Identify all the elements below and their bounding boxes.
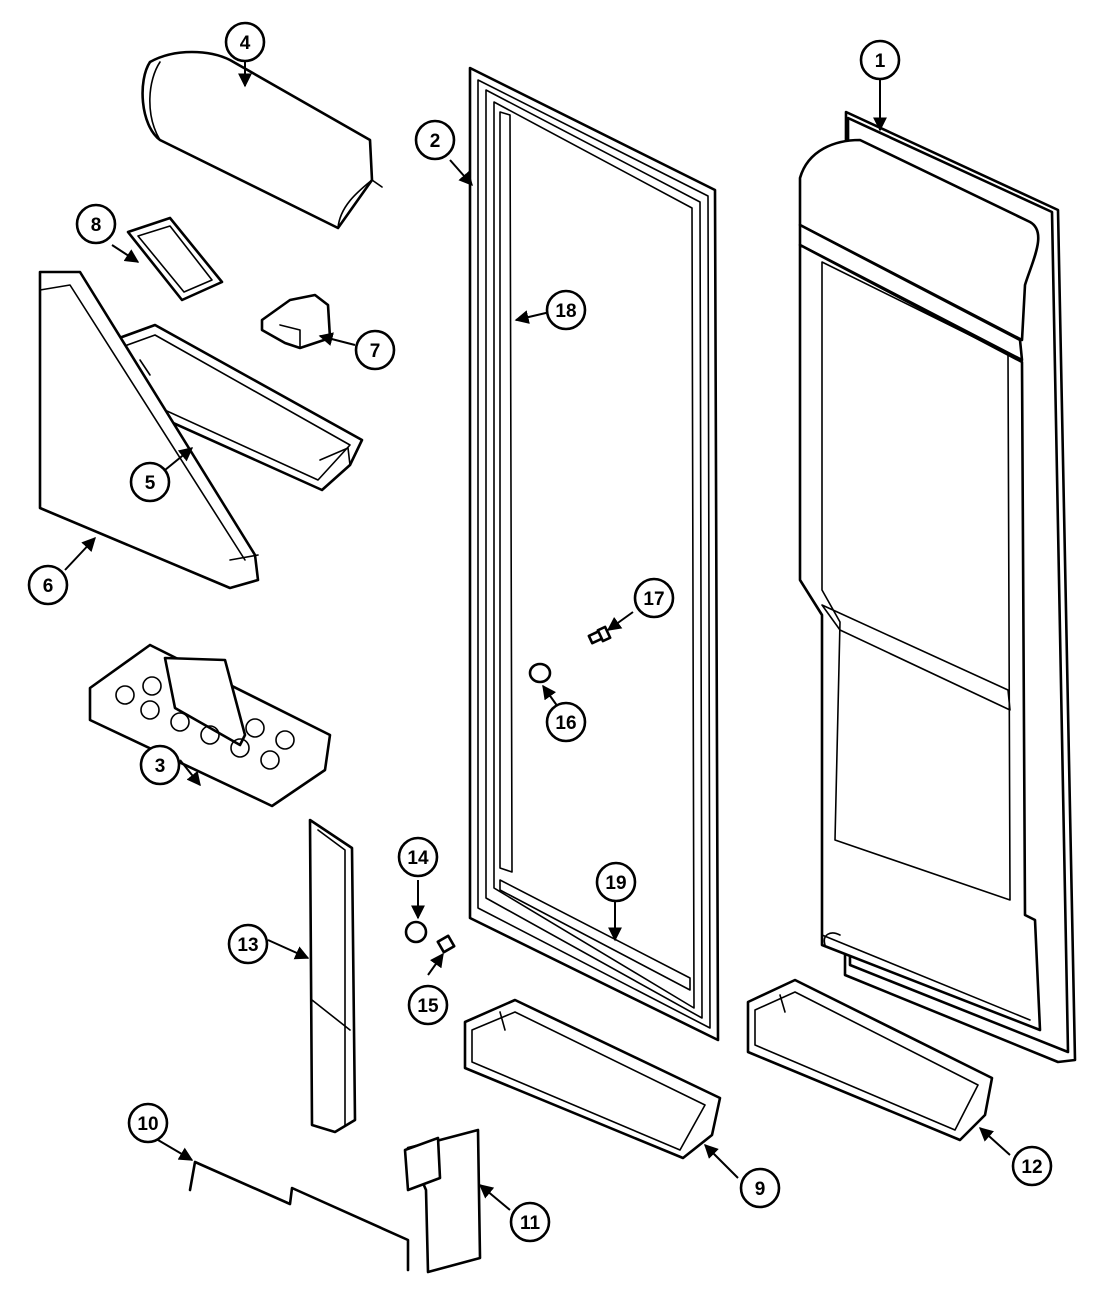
callout-8-label: 8	[91, 215, 102, 236]
part-trim-strip	[308, 818, 357, 1134]
callout-12: 12	[1011, 1145, 1053, 1187]
callout-1-label: 1	[875, 51, 886, 72]
callout-14-label: 14	[407, 848, 429, 869]
callout-1: 1	[859, 39, 901, 81]
callout-7: 7	[354, 329, 396, 371]
callout-18-label: 18	[555, 301, 576, 322]
part-cap	[404, 920, 428, 944]
part-plug	[528, 662, 552, 684]
part-door-bin-9	[463, 998, 722, 1160]
callout-15-label: 15	[417, 996, 439, 1017]
callout-11: 11	[509, 1201, 551, 1243]
callout-11-label: 11	[520, 1213, 541, 1234]
part-wire-rod	[188, 1160, 410, 1272]
part-door-gasket	[468, 66, 720, 1042]
callout-18: 18	[545, 289, 587, 331]
callout-10-label: 10	[137, 1114, 158, 1135]
part-door-bin-12	[746, 978, 994, 1142]
callout-3-label: 3	[155, 756, 166, 777]
part-panel	[403, 1128, 482, 1274]
callout-15: 15	[407, 984, 449, 1026]
callout-4: 4	[224, 21, 266, 63]
part-door-liner	[798, 110, 1077, 1064]
callout-7-label: 7	[370, 341, 381, 362]
callout-19-label: 19	[605, 873, 626, 894]
callout-9: 9	[739, 1167, 781, 1209]
callout-6-label: 6	[43, 576, 54, 597]
leader-lines	[64, 62, 1011, 1211]
part-clip	[260, 293, 332, 350]
part-small-tray	[126, 216, 224, 302]
part-screw-17	[587, 625, 612, 645]
callout-19: 19	[595, 861, 637, 903]
callout-17: 17	[633, 577, 675, 619]
callout-12-label: 12	[1021, 1157, 1042, 1178]
callout-14: 14	[397, 836, 439, 878]
callout-16-label: 16	[555, 713, 576, 734]
callout-10: 10	[127, 1102, 169, 1144]
part-egg-tray	[88, 643, 332, 808]
callout-2: 2	[414, 119, 456, 161]
callout-8: 8	[75, 203, 117, 245]
callout-4-label: 4	[240, 33, 251, 54]
callout-5: 5	[129, 461, 171, 503]
callout-3: 3	[139, 744, 181, 786]
callout-6: 6	[27, 564, 69, 606]
part-dairy-door	[141, 50, 383, 230]
callout-2-label: 2	[430, 131, 441, 152]
callout-9-label: 9	[755, 1179, 766, 1200]
callout-16: 16	[545, 701, 587, 743]
callout-5-label: 5	[145, 473, 156, 494]
part-screw-15	[436, 934, 456, 954]
callout-13: 13	[227, 923, 269, 965]
part-shelf-rail	[38, 270, 260, 590]
callout-13-label: 13	[237, 935, 258, 956]
callout-17-label: 17	[643, 589, 664, 610]
